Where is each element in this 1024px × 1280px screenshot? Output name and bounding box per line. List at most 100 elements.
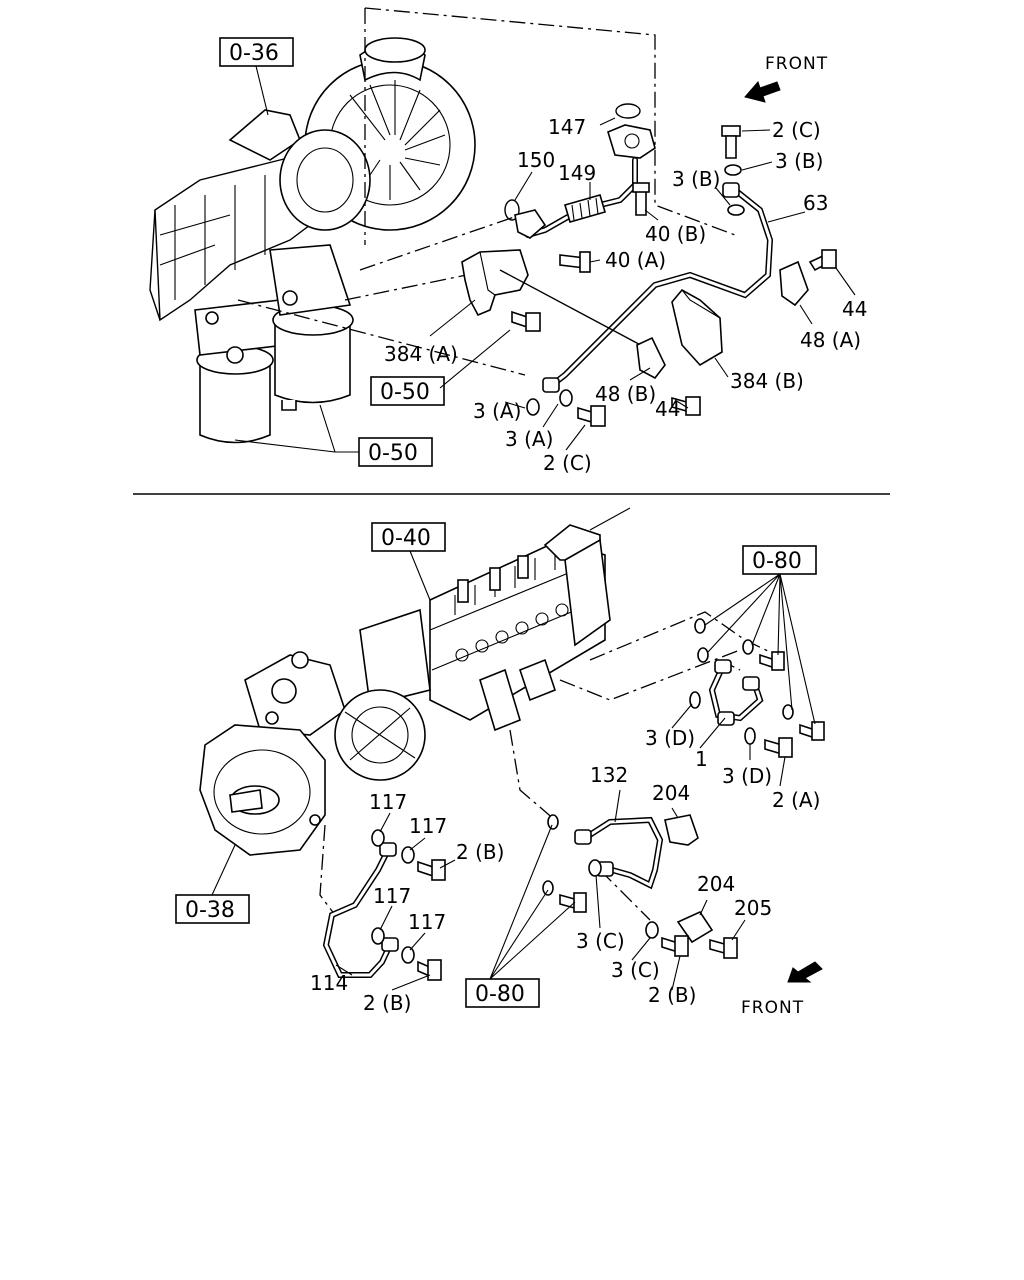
callout-2b-upper: 2 (B) (456, 840, 504, 864)
callout-205: 205 (734, 896, 772, 920)
oil-pipe-149 (514, 124, 656, 239)
callout-2a: 2 (A) (772, 788, 820, 812)
turbocharger (228, 37, 476, 231)
callout-48a: 48 (A) (800, 328, 861, 352)
washer-3b-lower (727, 204, 745, 216)
callout-132: 132 (590, 763, 628, 787)
oil-filter-left (194, 299, 286, 444)
bolt-2b-right (661, 935, 689, 957)
bottom-section: FRONT 0-40 0-80 0-38 0-80 3 (D) 1 (175, 507, 825, 1018)
clip-204-upper (664, 814, 699, 846)
callout-3c-lower: 3 (C) (611, 958, 660, 982)
washer-117-3 (371, 927, 385, 945)
ref-box-0-36: 0-36 (219, 37, 294, 116)
svg-text:0-50: 0-50 (380, 380, 430, 405)
washer-117-2 (401, 846, 415, 864)
bolt-0-80-lower (799, 721, 825, 741)
washer-117-4 (401, 946, 415, 964)
callout-3d-right: 3 (D) (722, 764, 772, 788)
bolt-40b (632, 182, 650, 216)
washer-0-80-left-2 (542, 880, 554, 896)
front-label-bottom: FRONT (741, 998, 804, 1018)
callout-204-lower: 204 (697, 872, 735, 896)
top-leader-dash-1 (364, 7, 736, 236)
washer-117-1 (371, 829, 385, 847)
washer-3d-right (744, 727, 756, 745)
callout-44-right: 44 (842, 297, 867, 321)
washer-0-80-2 (697, 647, 709, 663)
callout-147: 147 (548, 115, 586, 139)
callout-117-3: 117 (373, 884, 411, 908)
washer-3b-upper (724, 164, 742, 176)
washer-0-80-4 (782, 704, 794, 720)
top-section: FRONT 0-36 0-50 0-50 147 2 (C) 150 149 3… (149, 7, 867, 475)
ref-box-0-40: 0-40 (371, 522, 446, 601)
callout-44-lower: 44 (655, 397, 680, 421)
air-compressor (244, 651, 346, 736)
svg-text:0-38: 0-38 (185, 898, 235, 923)
callout-2b-right: 2 (B) (648, 983, 696, 1007)
washer-3c-lower (645, 921, 659, 939)
bolt-2a (764, 737, 793, 758)
washer-3a-upper (526, 398, 540, 416)
top-leaders (429, 117, 856, 451)
callout-3a-upper: 3 (A) (473, 399, 521, 423)
bolt-44-right (808, 249, 837, 272)
callout-2b-lower: 2 (B) (363, 991, 411, 1015)
top-callouts: 147 2 (C) 150 149 3 (B) 3 (B) 63 40 (B) … (384, 115, 867, 475)
top-leader-dash-3 (237, 299, 526, 376)
washer-3d-left (689, 691, 701, 709)
bolt-0-80-left (559, 892, 587, 913)
bolt-2b-lower (417, 959, 442, 981)
washer-0-80-1 (694, 618, 706, 634)
callout-3b-left: 3 (B) (672, 167, 720, 191)
callout-384a: 384 (A) (384, 342, 458, 366)
callout-2c-upper: 2 (C) (772, 118, 821, 142)
oil-pipe-114 (322, 842, 399, 978)
washer-3a-lower (559, 389, 573, 407)
callout-384b: 384 (B) (730, 369, 804, 393)
callout-149: 149 (558, 161, 596, 185)
o-ring-147 (615, 103, 641, 119)
bolt-40a (559, 251, 591, 273)
svg-text:0-40: 0-40 (381, 526, 431, 551)
svg-text:0-50: 0-50 (368, 441, 418, 466)
callout-63: 63 (803, 191, 828, 215)
front-label-top: FRONT (765, 54, 828, 74)
coupling (334, 689, 426, 781)
bolt-2c-top (721, 125, 741, 159)
bolt-2c-lower (577, 405, 606, 427)
callout-3d-left: 3 (D) (645, 726, 695, 750)
svg-text:0-36: 0-36 (229, 41, 279, 66)
callout-3a-lower: 3 (A) (505, 427, 553, 451)
clip-48a (779, 260, 809, 307)
bottom-leader-dash-5 (599, 869, 651, 921)
callout-3b-right: 3 (B) (775, 149, 823, 173)
callout-117-1: 117 (369, 790, 407, 814)
callout-204-upper: 204 (652, 781, 690, 805)
ref-box-0-50-a: 0-50 (370, 376, 445, 406)
callout-40a: 40 (A) (605, 248, 666, 272)
bolt-2b-upper (417, 859, 446, 881)
ref-box-0-80-bottom: 0-80 (465, 824, 576, 1008)
callout-2c-lower: 2 (C) (543, 451, 592, 475)
bolt-205 (709, 937, 738, 959)
oil-filter-right (269, 244, 354, 411)
ref-box-0-80-top: 0-80 (704, 545, 817, 725)
bottom-leader-dash-2 (559, 649, 741, 701)
oil-pipe-132 (574, 816, 664, 890)
front-arrow-bottom-icon (787, 961, 823, 983)
bracket-384a (461, 249, 651, 351)
bolt-0-80-upper (759, 651, 785, 671)
front-arrow-top-icon (744, 81, 781, 103)
bracket-384b (671, 288, 723, 367)
oil-pipe-1 (708, 659, 764, 726)
callout-1: 1 (695, 747, 708, 771)
ref-box-0-38: 0-38 (175, 844, 250, 924)
ref-box-0-50-b: 0-50 (234, 404, 433, 467)
bottom-leader-dash-3 (509, 729, 556, 821)
bolt-384a (511, 310, 541, 332)
washer-3c-upper (588, 859, 602, 877)
callout-48b: 48 (B) (595, 382, 656, 406)
